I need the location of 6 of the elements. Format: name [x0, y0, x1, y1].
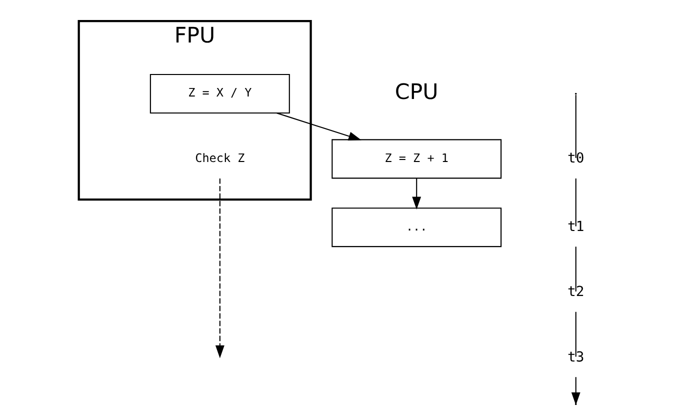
label: t2 — [567, 284, 584, 300]
label: t3 — [567, 349, 584, 366]
label: t1 — [567, 218, 584, 235]
label: CPU — [394, 80, 438, 106]
label: t0 — [567, 150, 584, 167]
node-text: Check Z — [194, 150, 244, 165]
